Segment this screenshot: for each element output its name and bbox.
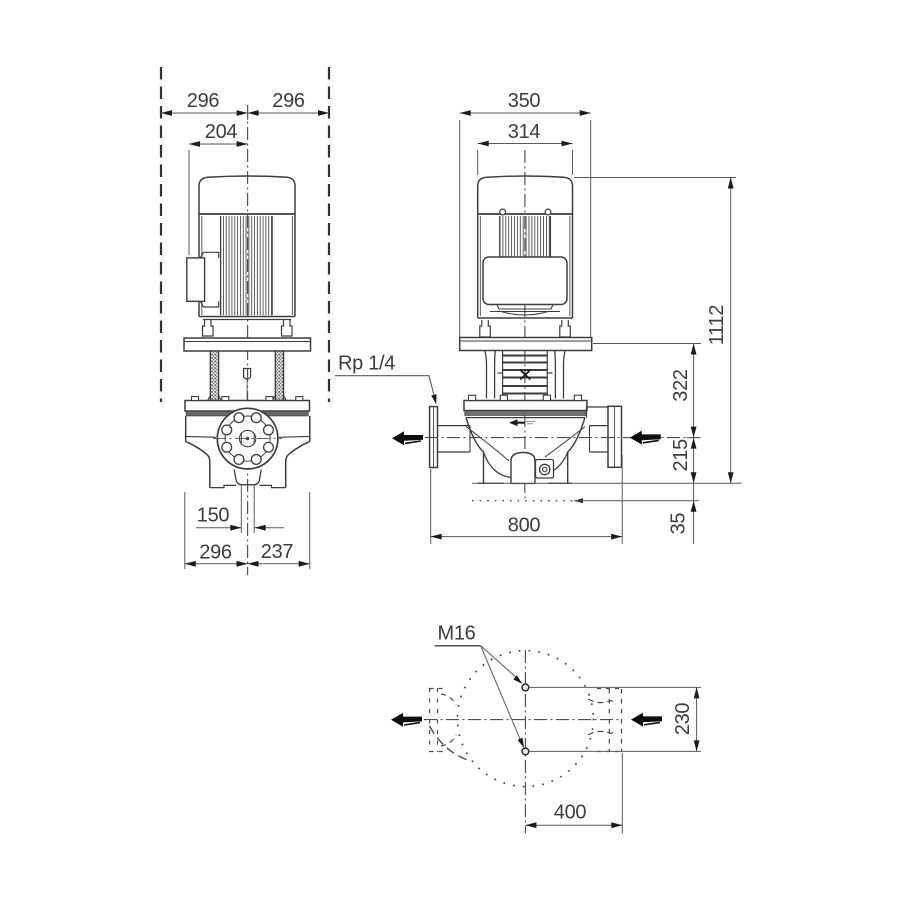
svg-text:296: 296 (187, 90, 220, 112)
svg-text:M16: M16 (437, 623, 475, 645)
svg-text:350: 350 (508, 90, 541, 112)
svg-text:215: 215 (670, 439, 692, 472)
svg-text:35: 35 (668, 513, 690, 535)
svg-text:230: 230 (672, 703, 694, 736)
svg-text:1112: 1112 (706, 305, 728, 346)
svg-text:800: 800 (508, 515, 541, 537)
svg-text:400: 400 (554, 802, 587, 824)
svg-text:204: 204 (205, 121, 238, 143)
svg-text:322: 322 (670, 369, 692, 402)
svg-text:237: 237 (261, 541, 294, 563)
svg-text:296: 296 (272, 90, 305, 112)
svg-text:314: 314 (508, 121, 541, 143)
svg-text:Rp 1/4: Rp 1/4 (338, 353, 395, 375)
svg-text:150: 150 (197, 505, 230, 527)
svg-text:296: 296 (199, 541, 232, 563)
